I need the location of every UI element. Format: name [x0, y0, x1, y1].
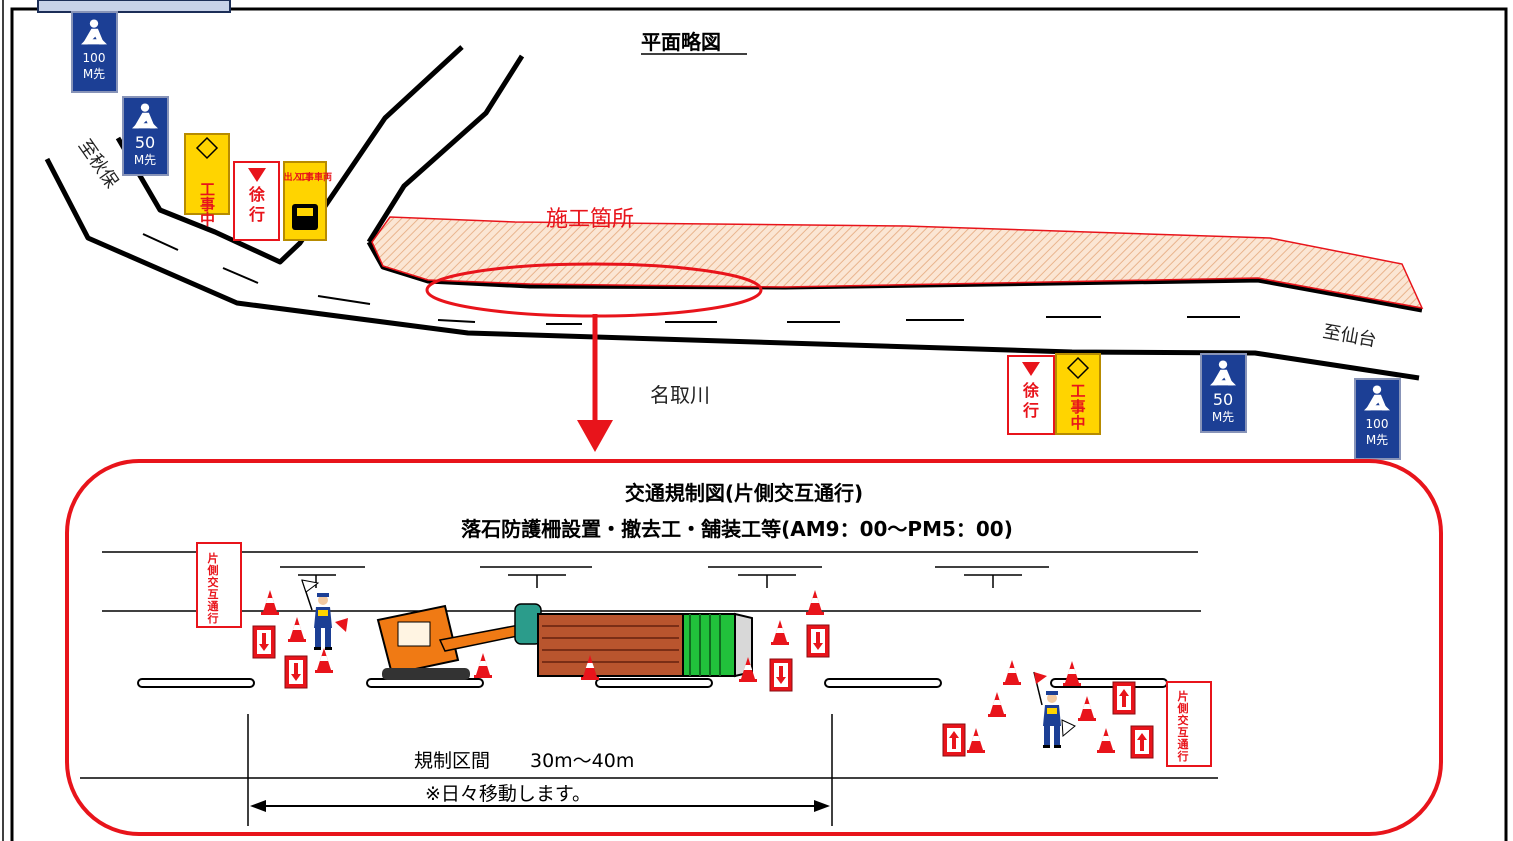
svg-text:工: 工	[1070, 382, 1085, 400]
svg-text:M先: M先	[134, 153, 156, 167]
svg-text:側: 側	[1177, 701, 1189, 715]
svg-text:50: 50	[1213, 390, 1233, 409]
svg-text:互: 互	[208, 588, 219, 601]
sign-katagawa-right: 片 側 交 互 通 行	[1166, 681, 1212, 767]
branch-road-edge-a	[115, 45, 464, 265]
flagger-right	[1033, 671, 1076, 748]
direction-sendai: 至仙台	[1321, 321, 1378, 351]
regulation-panel	[65, 459, 1443, 836]
svg-text:50: 50	[135, 133, 155, 152]
sign-katagawa-left: 片 側 交 互 通 行	[196, 542, 242, 628]
river-label: 名取川	[650, 383, 710, 407]
svg-text:徐: 徐	[248, 185, 265, 204]
svg-text:行: 行	[1022, 401, 1039, 420]
svg-text:100: 100	[83, 51, 106, 65]
svg-text:工事車両: 工事車両	[296, 171, 332, 183]
sign-jokou-left: 徐 行	[233, 161, 280, 241]
dimension-arrow-left	[250, 800, 266, 812]
regulation-subtitle: 落石防護柵設置・撤去工・舗装工等(AM9：00〜PM5：00)	[461, 517, 1013, 541]
branch-road-edge-b	[366, 54, 525, 244]
work-site-label: 施工箇所	[546, 207, 634, 232]
svg-text:行: 行	[248, 205, 265, 224]
daily-move-note: ※日々移動します。	[425, 783, 591, 805]
work-area	[371, 216, 1424, 309]
svg-text:通: 通	[1178, 738, 1189, 751]
map-title: 平面略図	[641, 30, 721, 54]
sign-kouji-left: 工事中	[184, 133, 230, 228]
sign-100m-right: 100 M先	[1354, 378, 1401, 460]
svg-text:側: 側	[207, 563, 219, 577]
svg-text:行: 行	[207, 611, 219, 625]
outer-frame	[10, 7, 1508, 841]
svg-text:M先: M先	[83, 67, 105, 81]
svg-text:工事中: 工事中	[198, 182, 216, 228]
sign-50m-right: 50 M先	[1200, 353, 1247, 433]
svg-text:中: 中	[1070, 414, 1085, 432]
excavator	[376, 603, 542, 680]
direction-akiu: 至秋保	[74, 136, 122, 192]
sign-50m-left: 50 M先	[122, 96, 169, 176]
svg-text:交: 交	[208, 575, 219, 589]
sign-deiriguchi: 出入口 工事車両	[283, 161, 332, 241]
svg-text:交: 交	[1178, 713, 1189, 727]
sign-jokou-right: 徐 行	[1007, 355, 1055, 435]
road-centerline	[142, 233, 1240, 325]
road-map	[44, 45, 1423, 381]
sign-kouji-right: 工 事 中	[1055, 353, 1101, 435]
svg-text:互: 互	[1178, 726, 1189, 739]
svg-text:出入口: 出入口	[283, 171, 310, 183]
svg-text:100: 100	[1366, 417, 1389, 431]
svg-text:事: 事	[1070, 398, 1085, 416]
svg-text:片: 片	[208, 551, 219, 565]
flagger-left	[301, 579, 348, 650]
connector-arrow-head	[577, 420, 613, 452]
section-length: 30m〜40m	[530, 750, 634, 772]
svg-text:徐: 徐	[1022, 381, 1039, 400]
road-edge-lower	[44, 157, 1420, 381]
svg-text:M先: M先	[1212, 410, 1234, 424]
svg-text:M先: M先	[1366, 433, 1388, 447]
section-label: 規制区間	[414, 750, 490, 772]
corner-tab	[37, 0, 231, 13]
truck	[537, 612, 753, 678]
sign-100m-left: 100 M先	[71, 11, 118, 93]
road-edge-upper	[366, 240, 1423, 313]
regulation-title: 交通規制図(片側交互通行)	[625, 481, 863, 505]
svg-text:行: 行	[1177, 749, 1189, 763]
svg-text:通: 通	[208, 600, 219, 613]
guardrail-posts	[280, 566, 1049, 588]
dimension-arrow-right	[814, 800, 830, 812]
svg-text:片: 片	[1178, 689, 1189, 703]
